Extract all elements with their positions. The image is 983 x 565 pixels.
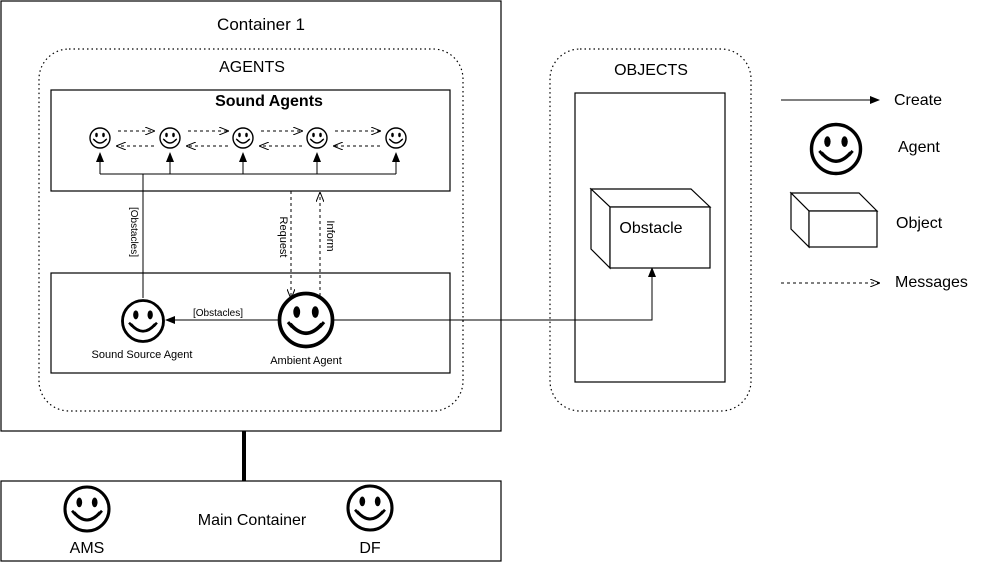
sound-agent-1-icon xyxy=(89,127,111,149)
sound-agents-title: Sound Agents xyxy=(215,93,323,110)
sound-source-agent-icon xyxy=(121,299,165,343)
ams-label: AMS xyxy=(70,540,105,557)
ambient-to-obstacle-arrow xyxy=(333,267,656,321)
obstacles-vertical-label: [Obstacles] xyxy=(128,207,139,257)
sound-agent-3-icon xyxy=(232,127,254,149)
legend-agent-icon xyxy=(809,122,863,176)
sound-agent-2-icon xyxy=(159,127,181,149)
legend: Create Agent Object Messages xyxy=(781,92,968,291)
sound-agent-4-icon xyxy=(306,127,328,149)
sound-agent-5-icon xyxy=(385,127,407,149)
main-container-box xyxy=(0,480,502,562)
obstacle-label: Obstacle xyxy=(619,220,682,237)
main-container-title: Main Container xyxy=(198,512,307,529)
sound-source-agent-label: Sound Source Agent xyxy=(92,349,193,361)
objects-group-title: OBJECTS xyxy=(614,62,688,79)
create-bus-lines xyxy=(96,152,400,298)
objects-inner-box xyxy=(574,92,726,383)
legend-messages-label: Messages xyxy=(895,274,968,291)
agents-group-title: AGENTS xyxy=(219,59,285,76)
legend-object-label: Object xyxy=(896,215,943,232)
objects-group-box xyxy=(549,48,752,412)
container-1-title: Container 1 xyxy=(217,15,305,34)
ams-agent-icon xyxy=(63,485,111,533)
request-label: Request xyxy=(277,217,289,258)
sound-agents-box xyxy=(50,89,451,192)
df-agent-icon xyxy=(346,484,394,532)
legend-create-label: Create xyxy=(894,92,942,109)
legend-agent-label: Agent xyxy=(898,139,940,156)
ambient-agent-icon xyxy=(277,291,335,349)
obstacle-object-icon xyxy=(589,187,712,270)
legend-object-icon xyxy=(789,191,879,249)
container-1-box xyxy=(0,0,502,432)
inform-label: Inform xyxy=(324,220,336,251)
df-label: DF xyxy=(359,540,381,557)
sound-agent-messages xyxy=(117,131,380,146)
core-agents-box xyxy=(50,272,451,374)
ambient-agent-label: Ambient Agent xyxy=(270,355,342,367)
obstacles-horizontal-label: [Obstacles] xyxy=(193,308,243,319)
